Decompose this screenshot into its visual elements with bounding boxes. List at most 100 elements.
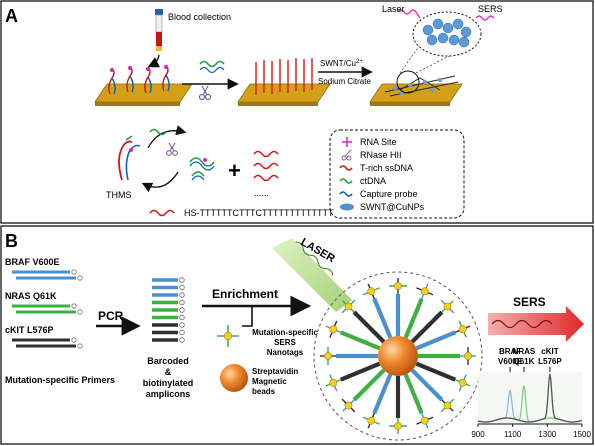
spectrum-tick-label: 1300 <box>538 430 556 439</box>
spectrum-tick-label: 900 <box>471 430 485 439</box>
primer-tag <box>77 309 83 315</box>
legend-box <box>329 129 465 219</box>
primer-set: BRAF V600E NRAS Q61K cKIT L576P <box>5 257 83 349</box>
nanotags-caption-line: SERS <box>274 338 296 347</box>
laser-label-a: Laser <box>382 4 405 14</box>
chip-1 <box>94 64 193 106</box>
primer-label: BRAF V600E <box>5 257 60 267</box>
nanotag <box>344 401 353 410</box>
plus-sign: + <box>228 158 241 183</box>
pcr-label: PCR <box>98 309 124 323</box>
primer-tag <box>71 269 77 275</box>
nanotag <box>344 302 353 311</box>
sers-label-a: SERS <box>478 4 503 14</box>
probe-strand <box>199 66 225 74</box>
legend-label: RNA Site <box>360 137 397 147</box>
bound-amplicon <box>403 297 424 339</box>
cycle-scissors-icon <box>166 142 178 156</box>
panel-a-label: A <box>5 6 18 26</box>
thms-probe <box>118 135 141 181</box>
nanotag <box>443 401 452 410</box>
legend-label: SWNT@CuNPs <box>360 202 425 212</box>
laser-beam <box>272 238 352 312</box>
enrichment-branch <box>242 306 253 327</box>
bound-amplicon <box>372 373 393 415</box>
zoom-line-left <box>399 44 421 74</box>
primers-caption: Mutation-specific Primers <box>5 375 115 385</box>
swnt-cunps-icon <box>340 203 354 211</box>
nanotag <box>420 287 429 296</box>
primer-tag <box>77 343 83 349</box>
peak-name: BRAF <box>499 347 521 356</box>
nanotag <box>458 378 467 387</box>
nanotag <box>394 282 402 290</box>
swnt-cu-label: SWNT/Cu2+ <box>320 59 363 68</box>
blood-arrow <box>147 54 161 68</box>
t-rich-ssdna-icon <box>339 165 353 171</box>
amplicon-biotin <box>179 314 185 321</box>
primer-tag <box>71 337 77 343</box>
amplicons-caption-line: Barcoded <box>147 356 189 366</box>
beads-caption-line: Magnetic <box>252 377 287 386</box>
swnt-cu-superscript: 2+ <box>356 59 363 65</box>
nanotags-caption-line: Mutation-specific <box>252 328 318 337</box>
legend-label: RNase HII <box>360 150 402 160</box>
sodium-citrate-label: Sodium Citrate <box>318 77 371 86</box>
nanotag <box>324 352 332 360</box>
zoom-circle <box>396 70 420 94</box>
primer-tag <box>77 275 83 281</box>
sers-label-b: SERS <box>513 295 546 309</box>
cycle-ctdna <box>149 128 167 136</box>
legend-label: Capture probe <box>360 189 418 199</box>
amplicon-biotin <box>179 284 185 291</box>
amplicon-biotin <box>179 337 185 343</box>
bound-amplicon <box>339 361 381 382</box>
amplicon-biotin <box>179 307 185 313</box>
bound-amplicon <box>410 310 444 344</box>
amplicons-caption-line: amplicons <box>146 389 191 399</box>
swnt-zoom <box>412 11 482 57</box>
chip-2 <box>237 58 331 106</box>
legend-label: T-rich ssDNA <box>360 163 413 173</box>
cycle-arrow-top <box>147 125 187 149</box>
blood-tube-icon <box>155 9 163 51</box>
central-bead <box>378 336 418 376</box>
released-ssdna <box>253 150 279 182</box>
bound-amplicon <box>372 297 393 339</box>
bound-amplicon <box>339 330 381 351</box>
chip-3 <box>369 75 463 106</box>
cleaved-duplex <box>189 157 215 181</box>
bound-amplicon <box>403 373 424 415</box>
capture-probe-icon <box>339 191 353 197</box>
magnetic-bead-icon <box>220 364 248 392</box>
thms-label: THMS <box>106 190 132 200</box>
spectrum-tick-label: 1500 <box>573 430 591 439</box>
scissors-icon-blade <box>344 149 352 157</box>
primer-tag <box>71 303 77 309</box>
sers-wave-out <box>475 15 495 21</box>
amplicon-biotin <box>179 277 185 283</box>
primer-label: NRAS Q61K <box>5 291 57 301</box>
nanotag <box>329 325 338 334</box>
ellipsis-label: ...... <box>254 188 269 198</box>
peak-mutation: L576P <box>538 357 562 366</box>
amplicons-caption-line: biotinylated <box>143 378 194 388</box>
swnt-cu-text: SWNT/Cu <box>320 59 356 68</box>
amplicon-biotin <box>179 292 185 298</box>
sers-arrow <box>488 306 584 342</box>
blood-collection-label: Blood collection <box>168 12 231 22</box>
panel-a-frame <box>0 0 594 224</box>
bound-amplicon <box>410 368 444 402</box>
nanotag-icon <box>217 325 239 347</box>
enrichment-label: Enrichment <box>212 287 278 301</box>
amplicon-biotin <box>179 329 185 336</box>
nanotag <box>394 422 402 430</box>
bound-amplicon <box>352 310 386 344</box>
primer-label: cKIT L576P <box>5 325 54 335</box>
nanotag <box>367 416 376 425</box>
